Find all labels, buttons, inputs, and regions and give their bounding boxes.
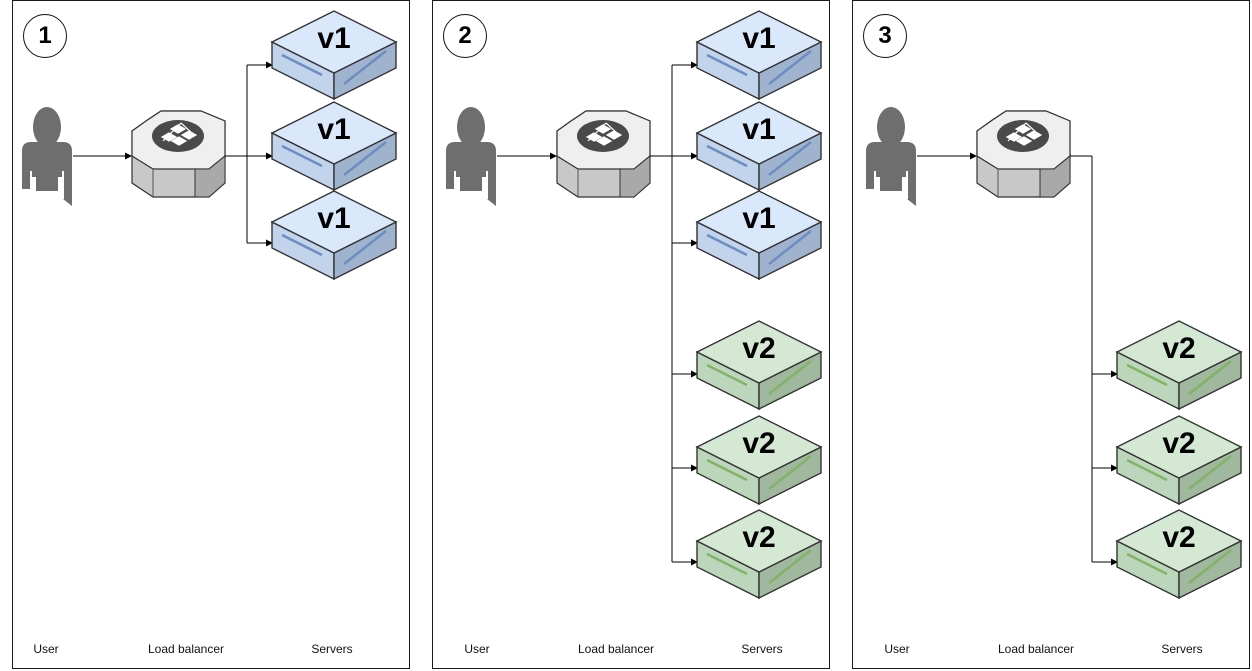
server-v2-icon: v2 (695, 509, 823, 600)
server-v2-icon: v2 (1115, 415, 1243, 506)
server-v1-icon: v1 (270, 190, 398, 281)
step-badge: 2 (443, 14, 487, 58)
server-v1-icon: v1 (695, 10, 823, 101)
server-v2-icon: v2 (1115, 509, 1243, 600)
user-icon (446, 107, 496, 206)
server-stack: v1 v1 v1 (270, 10, 398, 281)
user-label: User (464, 642, 490, 656)
load-balancer-label: Load balancer (577, 642, 655, 656)
server-v2-icon: v2 (695, 415, 823, 506)
servers-label: Servers (1161, 642, 1203, 656)
server-version-label: v2 (1162, 332, 1195, 365)
server-version-label: v1 (742, 202, 775, 235)
server-v2-icon: v2 (1115, 320, 1243, 411)
servers-label: Servers (311, 642, 353, 656)
connector-lb-to-servers (1070, 155, 1118, 566)
server-v1-icon: v1 (695, 101, 823, 192)
user-icon (866, 107, 916, 206)
user-label: User (884, 642, 910, 656)
load-balancer-label: Load balancer (147, 642, 225, 656)
panel-step-3: 3 v2 v2 v2 User (852, 0, 1250, 669)
connector-user-to-lb (73, 152, 132, 160)
server-version-label: v1 (317, 113, 350, 146)
server-v1-icon: v1 (270, 101, 398, 192)
user-icon (22, 107, 72, 206)
server-version-label: v2 (742, 521, 775, 554)
server-version-label: v1 (742, 113, 775, 146)
user-label: User (33, 642, 59, 656)
connector-lb-to-servers (650, 61, 698, 566)
load-balancer-icon (976, 110, 1071, 198)
step-badge: 1 (23, 14, 67, 58)
load-balancer-icon (556, 110, 651, 198)
server-version-label: v2 (742, 332, 775, 365)
connector-user-to-lb (917, 152, 977, 160)
connector-user-to-lb (497, 152, 557, 160)
server-version-label: v2 (1162, 427, 1195, 460)
servers-label: Servers (741, 642, 783, 656)
server-stack: v2 v2 v2 (1115, 320, 1243, 600)
step-badge: 3 (863, 14, 907, 58)
server-version-label: v1 (317, 22, 350, 55)
server-version-label: v2 (742, 427, 775, 460)
server-v1-icon: v1 (695, 190, 823, 281)
server-version-label: v2 (1162, 521, 1195, 554)
server-v2-icon: v2 (695, 320, 823, 411)
server-version-label: v1 (317, 202, 350, 235)
diagram-canvas: v1 v1 v1 (22, 10, 398, 281)
server-version-label: v1 (742, 22, 775, 55)
diagram-canvas: v1 v1 v1 v2 v2 v2 (446, 10, 823, 600)
load-balancer-icon (131, 110, 226, 198)
load-balancer-label: Load balancer (997, 642, 1075, 656)
diagram-canvas: v2 v2 v2 (866, 107, 1243, 600)
panel-step-2: 2 (432, 0, 830, 669)
server-stack: v1 v1 v1 v2 v2 v2 (695, 10, 823, 600)
connector-lb-to-servers (225, 61, 273, 247)
server-v1-icon: v1 (270, 10, 398, 101)
